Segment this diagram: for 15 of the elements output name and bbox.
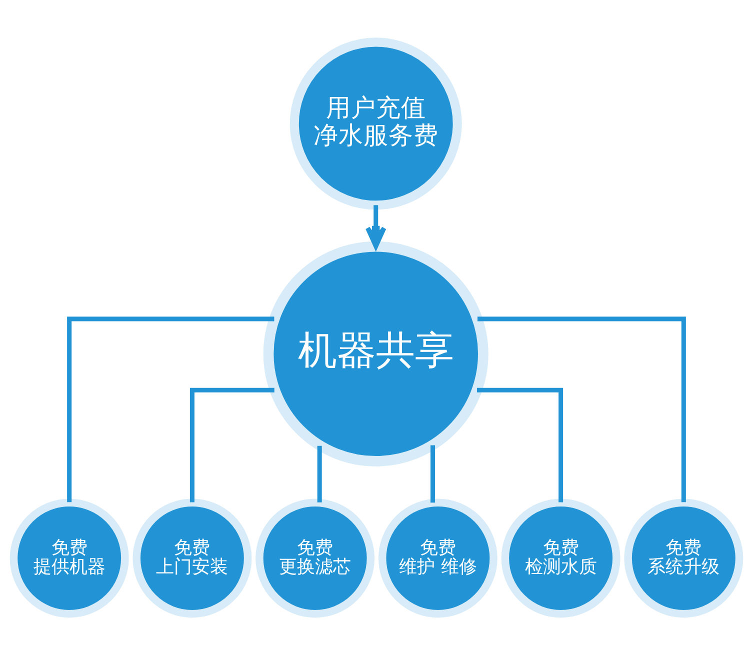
node-circle: 免费 更换滤芯 (256, 498, 375, 618)
node-circle: 免费 检测水质 (501, 498, 620, 618)
node-circle: 免费 系统升级 (624, 498, 744, 618)
connector (430, 445, 436, 503)
arrow (365, 205, 386, 249)
connector (478, 316, 686, 502)
node-circle: 免费 提供机器 (10, 498, 129, 618)
node-circle: 机器共享 (263, 241, 488, 466)
connector (476, 388, 564, 502)
connector (190, 388, 274, 502)
connector (67, 316, 274, 502)
node-circle: 用户充值净水服务费 (290, 38, 462, 210)
node-circle: 免费 上门安装 (132, 498, 252, 618)
node-circle: 免费 维护 维修 (378, 498, 498, 618)
connector (317, 446, 322, 502)
